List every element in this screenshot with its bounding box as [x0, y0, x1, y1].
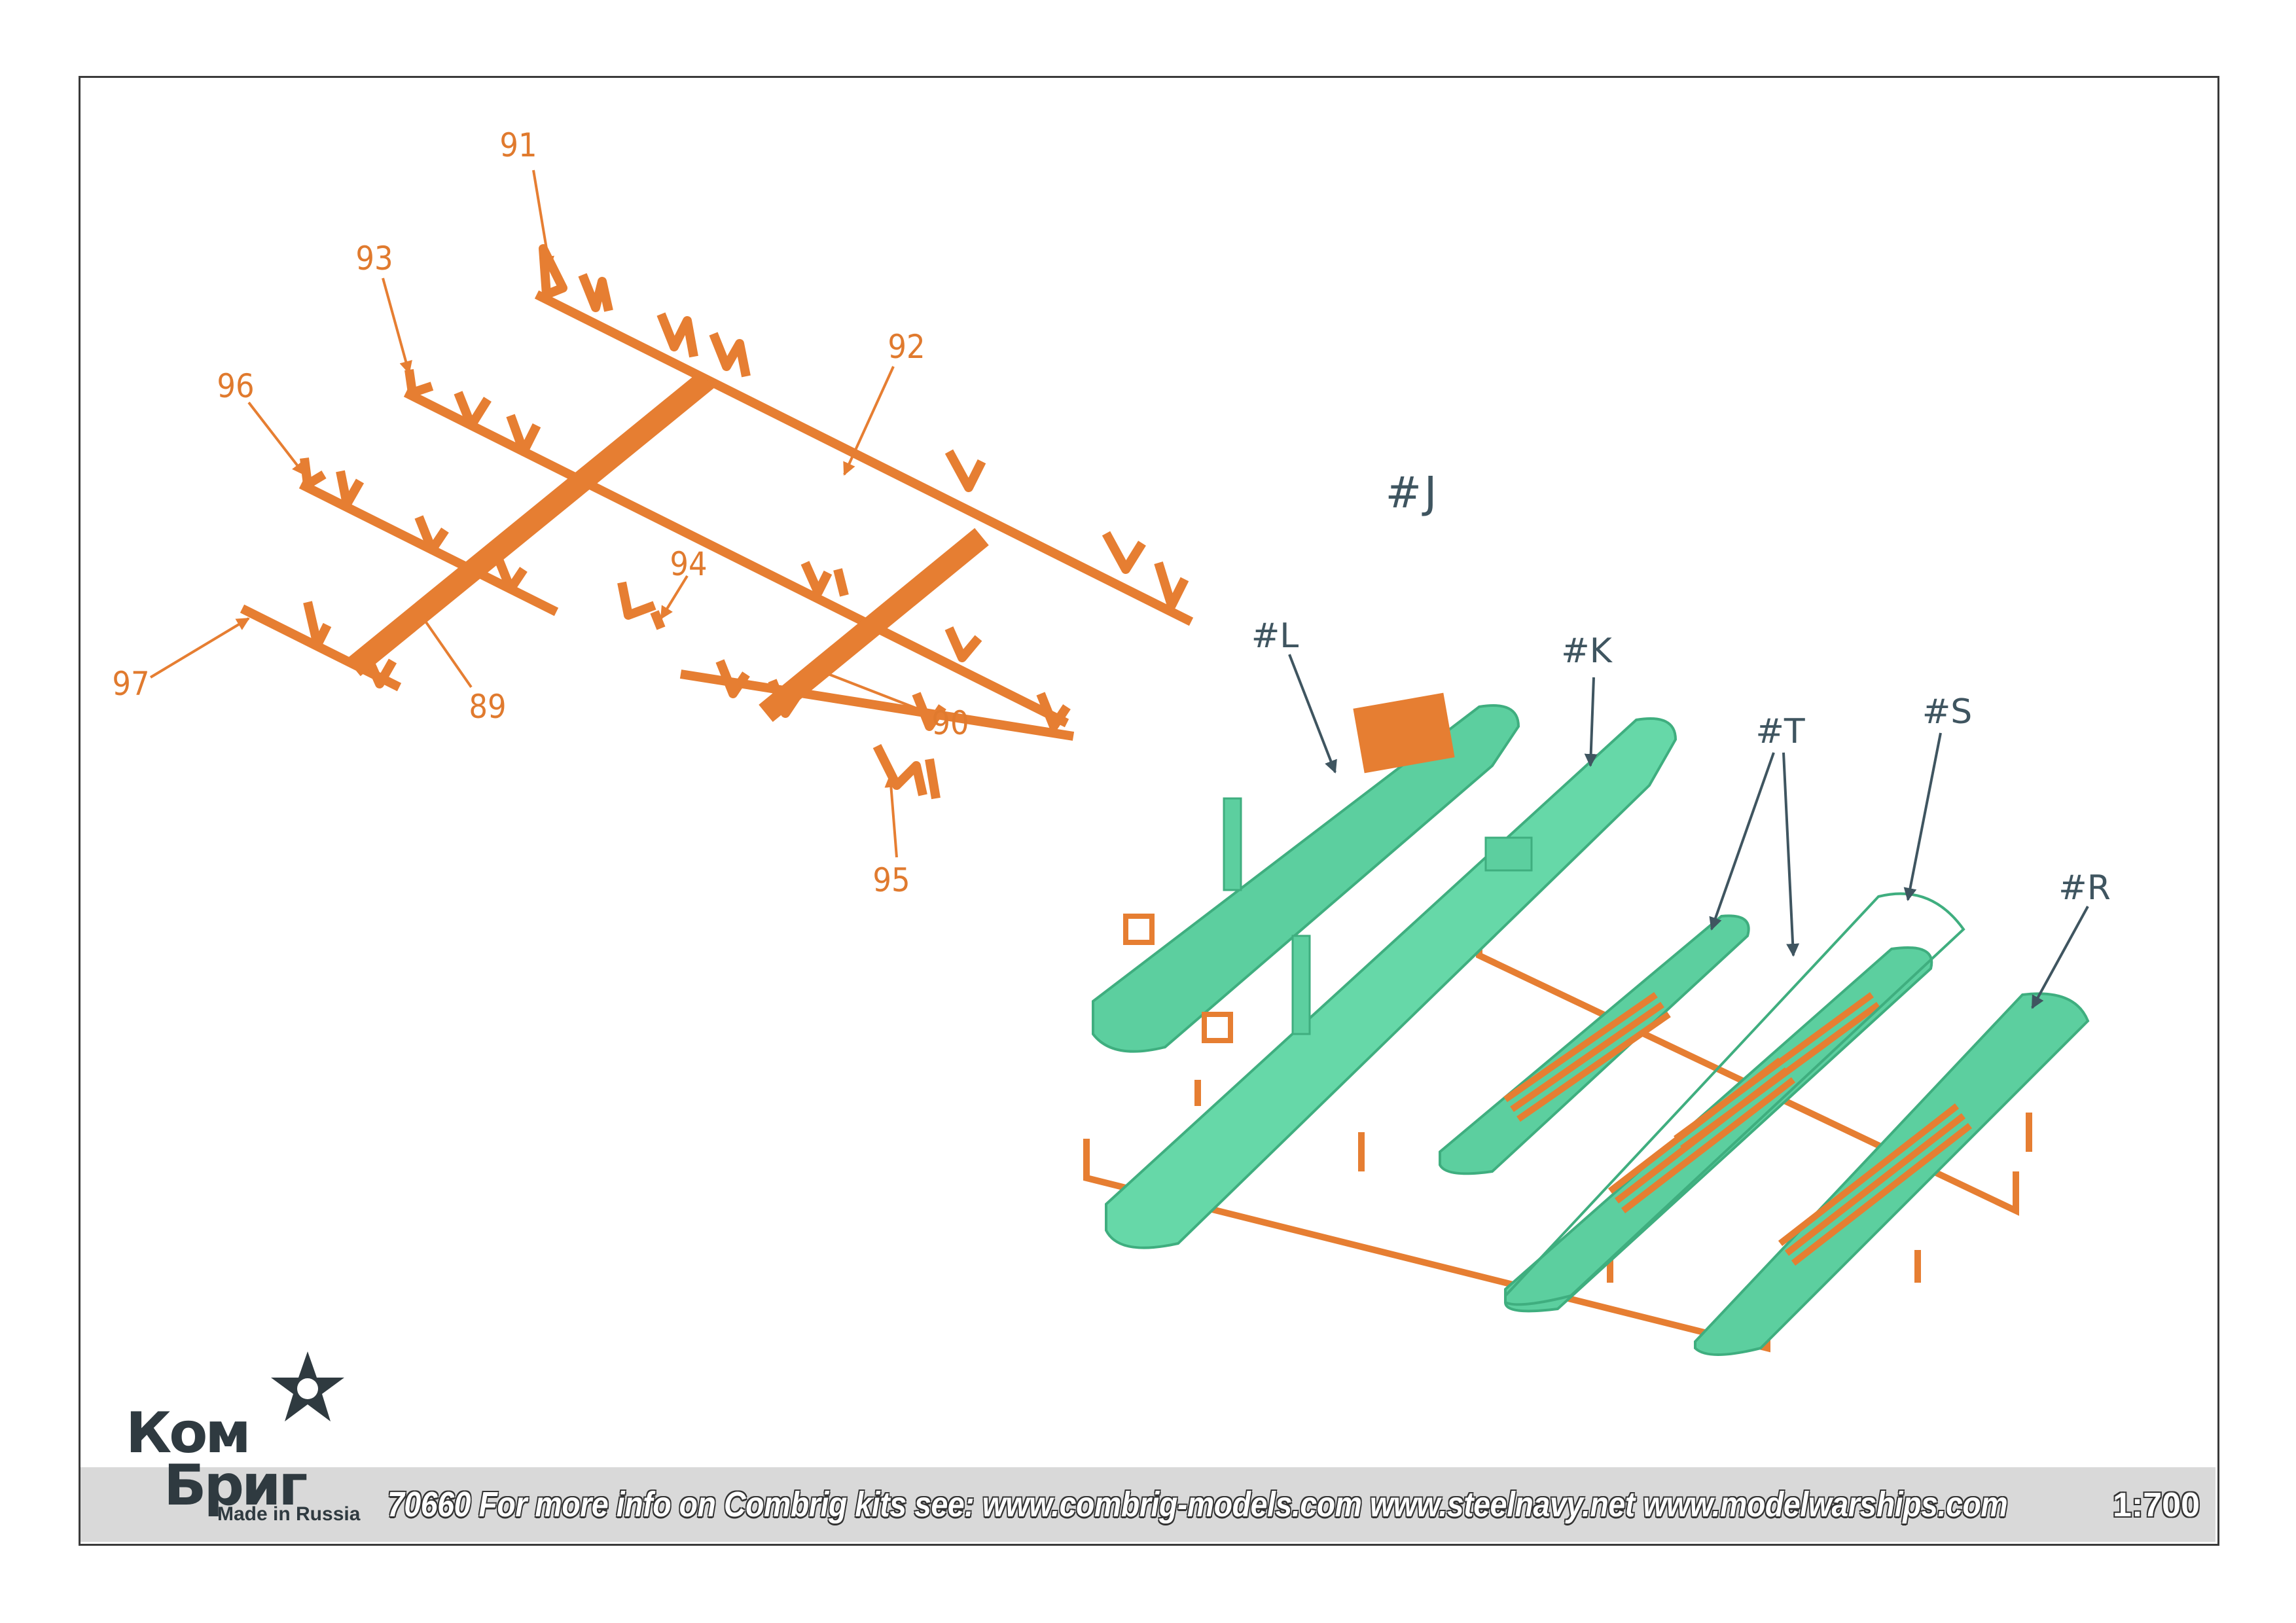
part-label-95: 95: [872, 861, 910, 899]
boats-group: [1083, 692, 2090, 1356]
boat-l-cabin: [1353, 692, 1455, 774]
part-label-89: 89: [469, 688, 507, 726]
boat-k-cabin: [1484, 836, 1533, 872]
scale-label: 1:700: [2113, 1486, 2200, 1524]
star-icon: [271, 1351, 344, 1421]
logo-line2: Бриг: [164, 1453, 308, 1518]
logo-line1: Ком: [126, 1400, 251, 1466]
part-label-96: 96: [217, 367, 255, 405]
boat-l-funnel: [1223, 797, 1242, 891]
keel-89: [346, 370, 714, 677]
sub-label-r: #R: [2058, 868, 2111, 908]
combrig-logo: Ком Бриг Made in Russia: [118, 1348, 380, 1538]
sub-label-l: #L: [1251, 616, 1299, 656]
part-label-90: 90: [931, 704, 969, 742]
part-label-91: 91: [499, 126, 537, 164]
sub-label-t: #T: [1755, 712, 1805, 751]
part-label-93: 93: [355, 240, 393, 277]
boat-l-fitting: [1123, 914, 1155, 945]
assembly-label-j: #J: [1385, 467, 1440, 518]
boat-k-hull: [1105, 717, 1677, 1249]
keel-90: [759, 527, 989, 722]
boat-r-oars: [1778, 1103, 1973, 1266]
logo-tagline: Made in Russia: [217, 1503, 361, 1525]
part-label-92: 92: [888, 328, 925, 366]
boat-k-fitting: [1202, 1012, 1233, 1043]
rail-91: [534, 290, 1194, 626]
boat-t-small-oars: [1503, 991, 1671, 1122]
cradle-parts-group: [240, 244, 1194, 800]
rail-90: [679, 669, 1075, 741]
part-label-97: 97: [112, 665, 150, 703]
sub-label-s: #S: [1922, 692, 1973, 732]
page-frame: [79, 76, 2219, 1546]
boat-t-large-oars: [1607, 991, 1880, 1213]
footer-info-text: 70660 For more info on Combrig kits see:…: [387, 1485, 2008, 1524]
sub-label-k: #K: [1561, 632, 1612, 671]
boat-t-large-hull: [1504, 946, 1933, 1313]
footer-band: [81, 1467, 2215, 1542]
part-label-94: 94: [670, 545, 708, 583]
rail-93: [403, 388, 1069, 728]
boat-s-hull-outline: [1504, 892, 1965, 1306]
boat-l-hull: [1092, 704, 1520, 1053]
boat-k-funnel: [1291, 935, 1311, 1035]
